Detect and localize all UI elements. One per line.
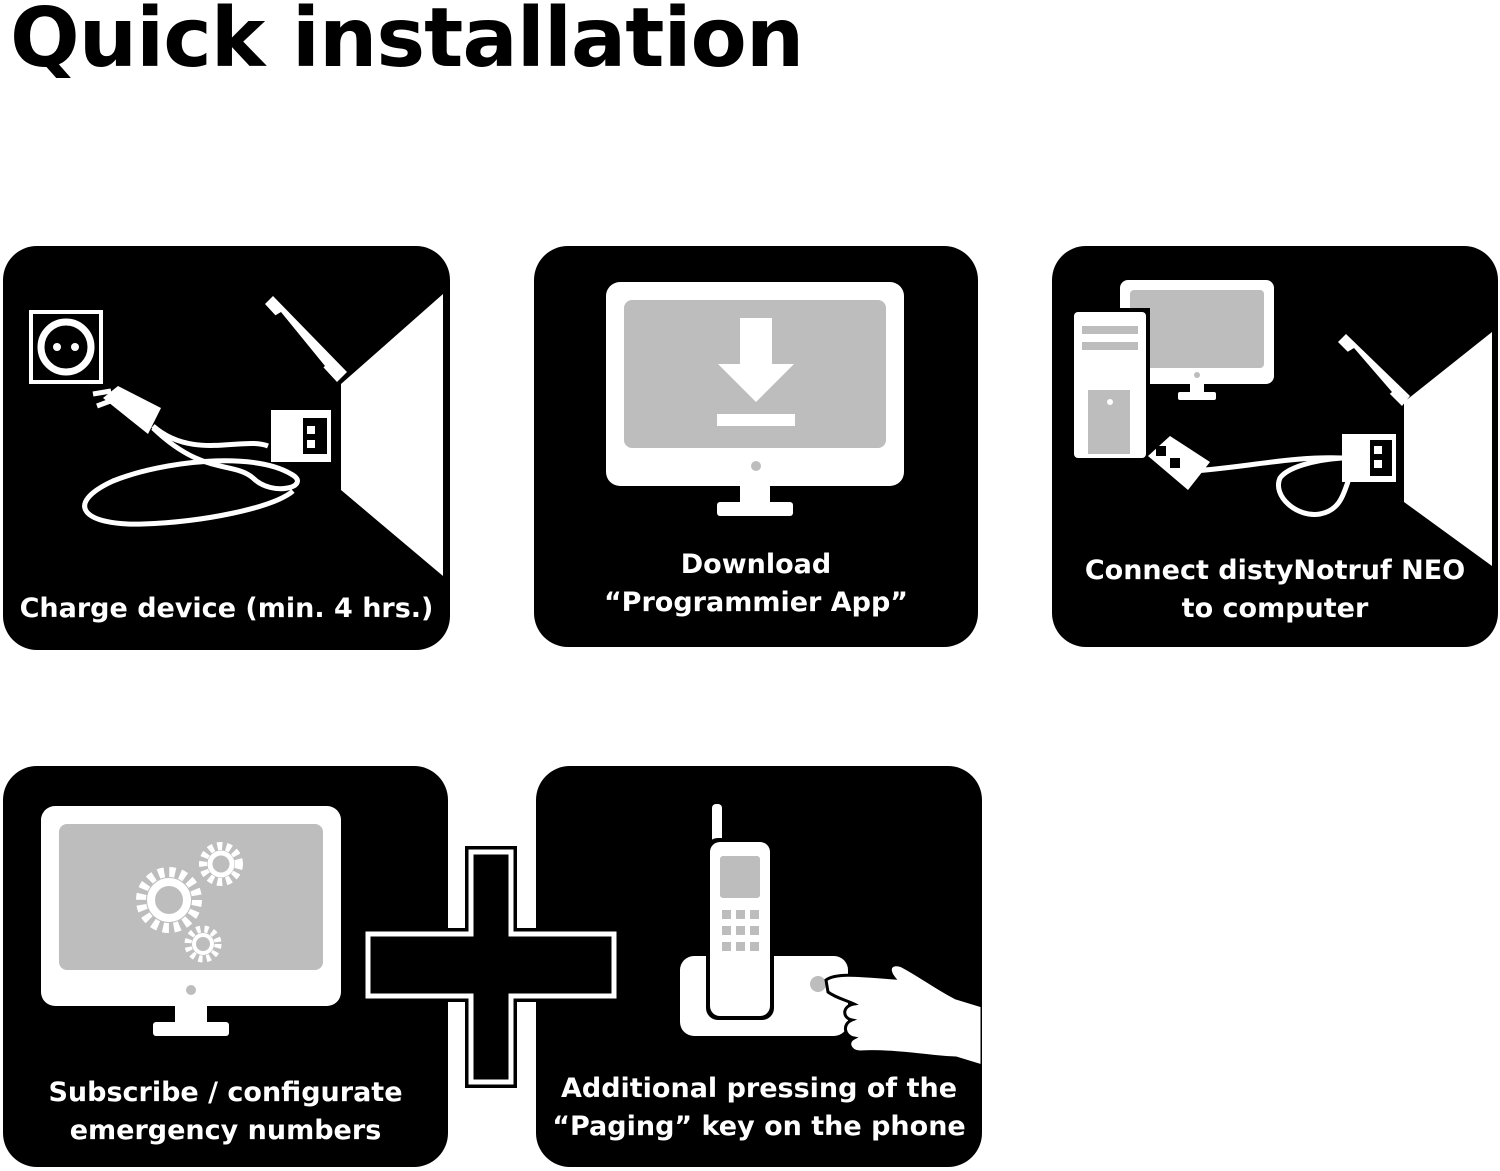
pointing-hand-icon [824, 963, 982, 1068]
device-cradle-icon [265, 294, 443, 576]
step-download-app: Download “Programmier App” [534, 246, 978, 647]
usb-cable-icon [1148, 434, 1396, 517]
desktop-computer-icon [1070, 280, 1274, 462]
caption-line: emergency numbers [69, 1115, 382, 1146]
caption-line: “Paging” key on the phone [552, 1111, 966, 1142]
charger-cable-icon [82, 386, 331, 527]
caption-line: to computer [1181, 593, 1369, 624]
caption-line: Additional pressing of the [560, 1073, 958, 1104]
caption-line: Download [680, 549, 832, 580]
monitor-gears-icon [41, 806, 341, 1036]
caption-line: Connect distyNotruf NEO [1084, 555, 1466, 586]
power-socket-icon [29, 310, 103, 384]
step-connect-computer: Connect distyNotruf NEO to computer [1052, 246, 1498, 647]
plus-icon [362, 846, 620, 1088]
cordless-phone-icon [680, 804, 848, 1036]
caption-line: Subscribe / configurate [48, 1077, 403, 1108]
page-title: Quick installation [10, 0, 804, 86]
monitor-download-icon [606, 282, 904, 516]
step-charge-device: Charge device (min. 4 hrs.) [3, 246, 450, 650]
caption-line: “Programmier App” [603, 587, 909, 618]
caption-line: Charge device (min. 4 hrs.) [19, 593, 434, 624]
device-cradle-icon [1338, 332, 1492, 566]
